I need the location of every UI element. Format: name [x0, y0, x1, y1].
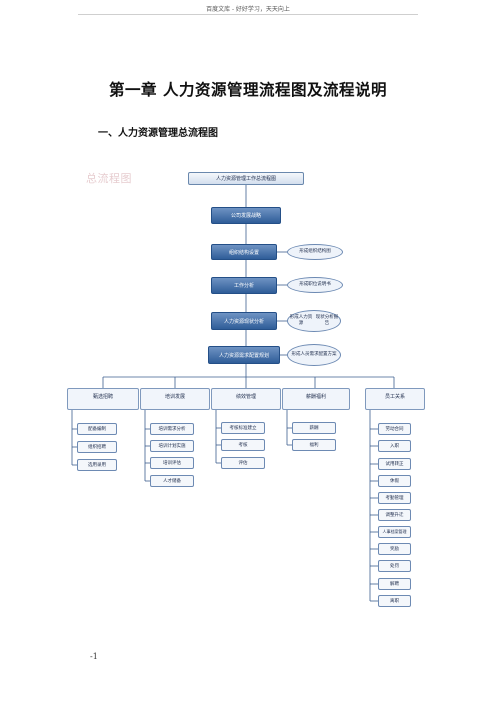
node-job-analysis: 工作分析 — [211, 277, 277, 294]
leaf-training-2: 培训计划实施 — [150, 440, 194, 452]
note-org-chart: 形成组织结构图 — [287, 244, 343, 260]
leaf-compensation-2: 福利 — [292, 439, 336, 451]
leaf-relations-2: 入职 — [378, 440, 411, 452]
node-hr-analysis: 人力资源现状分析 — [211, 312, 277, 330]
leaf-relations-3: 试用转正 — [378, 458, 411, 470]
leaf-recruitment-2: 组织招聘 — [77, 441, 117, 453]
page-number: -1 — [90, 652, 98, 661]
leaf-relations-9: 处罚 — [378, 560, 411, 572]
leaf-recruitment-3: 选用录用 — [77, 459, 117, 471]
flowchart-top-title: 人力资源管理工作总流程图 — [188, 172, 304, 185]
leaf-performance-1: 考核标准建立 — [221, 422, 265, 434]
leaf-training-3: 培训评估 — [150, 457, 194, 469]
note-hr-report-line1: 形成人力资源 — [289, 315, 313, 326]
leaf-relations-7: 人事档案管理 — [378, 526, 411, 538]
leaf-relations-10: 解聘 — [378, 578, 411, 590]
leaf-relations-4: 休假 — [378, 475, 411, 487]
leaf-relations-6: 调整升迁 — [378, 509, 411, 521]
leaf-training-1: 培训需求分析 — [150, 423, 194, 435]
chapter-title: 第一章 人力资源管理流程图及流程说明 — [109, 80, 387, 99]
note-staffing-plan-line1: 形成人员需求 — [291, 352, 319, 357]
group-compensation: 薪酬福利 — [282, 388, 350, 410]
note-hr-report: 形成人力资源 现状分析报告 — [287, 310, 341, 332]
leaf-compensation-1: 薪酬 — [292, 422, 336, 434]
note-staffing-plan-line2: 配置方案 — [318, 352, 337, 357]
group-performance: 绩效管理 — [211, 388, 281, 410]
leaf-relations-11: 离职 — [378, 595, 411, 607]
leaf-performance-3: 评估 — [221, 457, 265, 469]
watermark-text: 总流程图 — [86, 172, 132, 185]
leaf-relations-5: 考勤管理 — [378, 492, 411, 504]
leaf-performance-2: 考核 — [221, 439, 265, 451]
node-company-strategy: 公司发展战略 — [211, 207, 281, 224]
node-org-structure: 组织结构设置 — [211, 244, 277, 260]
note-hr-report-line2: 现状分析报告 — [315, 315, 339, 326]
leaf-recruitment-1: 配备编制 — [77, 423, 117, 435]
note-staffing-plan: 形成人员需求 配置方案 — [287, 344, 341, 366]
leaf-relations-8: 奖励 — [378, 543, 411, 555]
section-subtitle: 一、人力资源管理总流程图 — [98, 128, 218, 139]
page-header: 百度文库 - 好好学习，天天向上 — [206, 6, 290, 13]
group-training: 培训发展 — [140, 388, 210, 410]
header-divider — [78, 14, 418, 15]
leaf-relations-1: 劳动合同 — [378, 423, 411, 435]
leaf-training-4: 人才储备 — [150, 475, 194, 487]
group-employee-relations: 员工关系 — [365, 388, 425, 410]
node-hr-planning: 人力资源需求配置规划 — [208, 346, 280, 364]
group-recruitment: 甄选招聘 — [67, 388, 139, 410]
note-job-description: 形成职位说明书 — [287, 277, 343, 293]
